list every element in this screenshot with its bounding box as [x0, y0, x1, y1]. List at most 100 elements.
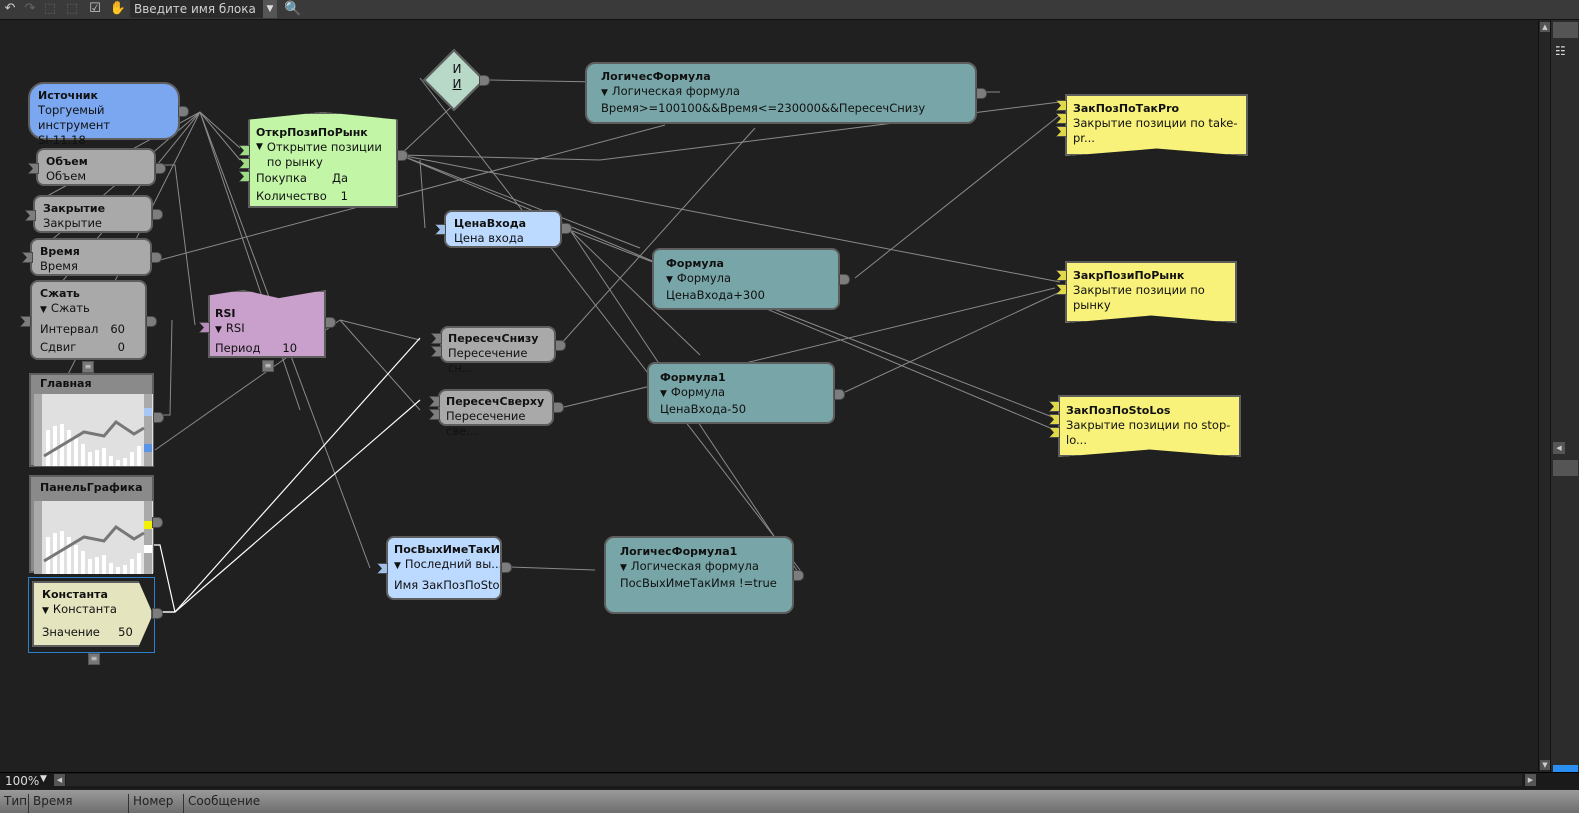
- node-type-dropdown[interactable]: ▼Последний вы...: [394, 557, 500, 574]
- output-port[interactable]: [834, 389, 845, 400]
- node-main-chart[interactable]: Главная: [29, 373, 154, 467]
- node-type: Константа: [52, 602, 117, 616]
- node-title: ПересечСнизу: [448, 332, 539, 345]
- select-icon[interactable]: ⬚: [43, 1, 57, 16]
- output-port[interactable]: [479, 75, 490, 86]
- vertical-scrollbar[interactable]: ▲ ▼: [1538, 20, 1551, 772]
- param-value[interactable]: 1: [340, 189, 348, 203]
- group-icon[interactable]: ⬚: [65, 1, 79, 16]
- formula-expression[interactable]: ЦенаВхода-50: [660, 402, 747, 416]
- node-open-position-market[interactable]: ОткрПозиПоРынк ▼Открытие позиции по рынк…: [248, 112, 398, 208]
- node-type-dropdown[interactable]: ▼Открытие позиции по рынку: [256, 140, 388, 170]
- output-port[interactable]: [152, 608, 163, 619]
- node-type-dropdown[interactable]: ▼Логическая формула: [601, 84, 961, 101]
- wire: [509, 566, 596, 571]
- search-icon[interactable]: 🔍: [284, 1, 302, 17]
- node-logic-formula[interactable]: ЛогичесФормула ▼Логическая формула Время…: [585, 62, 977, 124]
- panel-tab[interactable]: [1553, 460, 1578, 476]
- node-volume[interactable]: Объем Объем: [36, 148, 156, 186]
- node-type-dropdown[interactable]: ▼Формула: [666, 271, 826, 288]
- column-type[interactable]: Тип: [4, 794, 27, 808]
- node-type-dropdown[interactable]: ▼RSI: [215, 321, 316, 338]
- node-description: Цена входа: [454, 231, 524, 245]
- menu-handle-icon[interactable]: ≡: [88, 653, 100, 665]
- panel-tab[interactable]: [1553, 22, 1578, 38]
- output-port[interactable]: [178, 106, 189, 117]
- column-message[interactable]: Сообщение: [183, 794, 483, 813]
- redo-icon[interactable]: ↷: [24, 1, 36, 16]
- output-port[interactable]: [325, 317, 336, 328]
- tree-list-icon[interactable]: ☷: [1555, 44, 1566, 58]
- zoom-level-select[interactable]: 100%: [5, 774, 40, 788]
- column-number[interactable]: Номер: [128, 794, 183, 813]
- output-port[interactable]: [561, 223, 572, 234]
- node-type-dropdown[interactable]: ▼Сжать: [40, 301, 137, 318]
- checklist-icon[interactable]: ☑: [89, 1, 101, 16]
- node-time[interactable]: Время Время: [30, 238, 152, 276]
- output-port[interactable]: [146, 316, 157, 327]
- param-value[interactable]: 60: [110, 322, 125, 336]
- output-port[interactable]: [793, 570, 804, 581]
- node-title: Источник: [38, 89, 98, 102]
- hand-icon[interactable]: ✋: [109, 1, 127, 16]
- param-value[interactable]: 10: [282, 341, 298, 355]
- node-stop-loss[interactable]: ЗакПозПоStoLos Закрытие позиции по stop-…: [1058, 395, 1241, 457]
- node-cross-above[interactable]: ПересечСверху Пересечение све...: [438, 389, 554, 438]
- node-type-dropdown[interactable]: ▼Логическая формула: [620, 559, 778, 576]
- output-port[interactable]: [155, 163, 166, 174]
- param-label: Количество: [256, 189, 327, 203]
- output-port[interactable]: [153, 412, 164, 423]
- formula-expression[interactable]: Время>=100100&&Время<=230000&&ПересечСни…: [601, 101, 926, 115]
- zoom-dropdown-icon[interactable]: ▼: [40, 774, 47, 784]
- param-value[interactable]: 50: [118, 625, 133, 639]
- output-port[interactable]: [553, 402, 564, 413]
- horizontal-scrollbar[interactable]: [66, 774, 1522, 786]
- right-side-panel: ☷ ◀: [1550, 20, 1579, 781]
- param-value[interactable]: ЗакПозПоStol: [421, 578, 502, 592]
- output-port[interactable]: [501, 562, 512, 573]
- scroll-left-icon[interactable]: ◀: [54, 774, 65, 786]
- menu-handle-icon[interactable]: ≡: [262, 360, 274, 372]
- node-source[interactable]: Источник Торгуемый инструмент SI-11.18: [28, 82, 180, 147]
- scroll-down-icon[interactable]: ▼: [1540, 760, 1550, 770]
- column-time[interactable]: Время: [28, 794, 128, 813]
- output-port[interactable]: [397, 150, 408, 161]
- scroll-right-icon[interactable]: ▶: [1525, 774, 1536, 786]
- diagram-canvas[interactable]: Источник Торгуемый инструмент SI-11.18 О…: [0, 20, 1538, 772]
- node-constant[interactable]: Константа ▼Константа Значение 50: [32, 581, 153, 647]
- node-title: Формула: [666, 257, 724, 270]
- node-entry-price[interactable]: ЦенаВхода Цена входа: [444, 210, 562, 248]
- block-search-input[interactable]: Введите имя блока: [130, 0, 265, 18]
- collapse-left-icon[interactable]: ◀: [1553, 442, 1565, 454]
- node-logic-formula1[interactable]: ЛогичесФормула1 ▼Логическая формула ПосВ…: [604, 536, 794, 614]
- wire: [854, 114, 1061, 279]
- node-take-profit[interactable]: ЗакПозПоТакPro Закрытие позиции по take-…: [1065, 94, 1248, 156]
- node-chart-panel[interactable]: ПанельГрафика: [29, 475, 154, 574]
- output-port[interactable]: [976, 88, 987, 99]
- dropdown-arrow-icon: ▼: [394, 561, 401, 571]
- param-value[interactable]: Да: [331, 171, 348, 185]
- node-type-dropdown[interactable]: ▼Константа: [42, 602, 143, 619]
- node-close[interactable]: Закрытие Закрытие: [33, 195, 153, 233]
- node-formula[interactable]: Формула ▼Формула ЦенаВхода+300: [652, 248, 840, 310]
- menu-handle-icon[interactable]: ≡: [82, 361, 94, 373]
- output-port[interactable]: [839, 274, 850, 285]
- node-rsi[interactable]: RSI ▼RSI Период 10: [208, 290, 326, 358]
- output-port[interactable]: [152, 209, 163, 220]
- output-port[interactable]: [152, 517, 163, 528]
- node-close-position-market[interactable]: ЗакрПозиПоРынк Закрытие позиции по рынку: [1065, 261, 1237, 323]
- search-dropdown-button[interactable]: ▼: [263, 0, 277, 18]
- node-last-exit[interactable]: ПосВыхИмеТакИм: ▼Последний вы... Имя Зак…: [386, 536, 502, 600]
- output-port[interactable]: [555, 340, 566, 351]
- undo-icon[interactable]: ↶: [4, 1, 16, 16]
- node-type-dropdown[interactable]: ▼Формула: [660, 385, 822, 402]
- output-port[interactable]: [151, 252, 162, 263]
- node-formula1[interactable]: Формула1 ▼Формула ЦенаВхода-50: [647, 362, 835, 424]
- scroll-up-icon[interactable]: ▲: [1540, 22, 1550, 32]
- formula-expression[interactable]: ПосВыхИмеТакИмя !=true: [620, 576, 777, 590]
- formula-expression[interactable]: ЦенаВхода+300: [666, 288, 765, 302]
- wire: [569, 229, 701, 356]
- node-cross-below[interactable]: ПересечСнизу Пересечение сн...: [440, 326, 556, 375]
- param-value[interactable]: 0: [117, 340, 125, 354]
